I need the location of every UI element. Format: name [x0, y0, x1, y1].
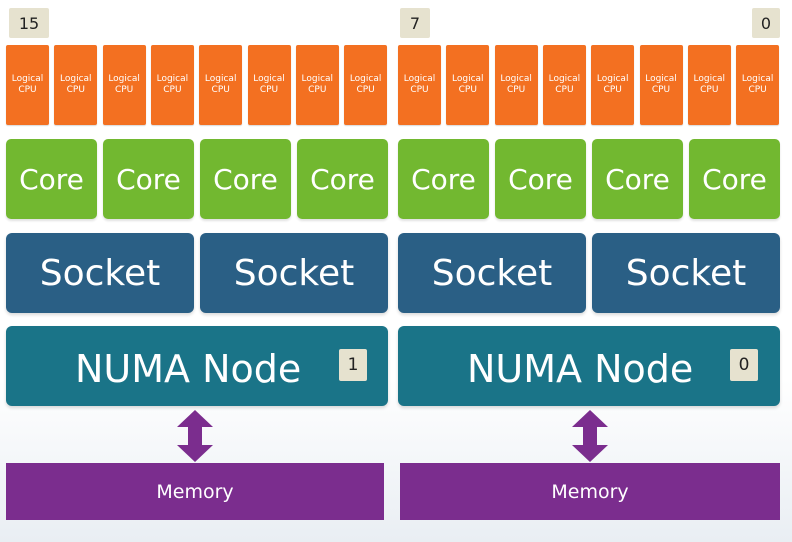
logical-cpu-label-line2: CPU: [163, 85, 182, 95]
double-arrow-icon: [572, 410, 608, 462]
numa-node-1: NUMA Node 1: [6, 326, 388, 406]
logical-cpu-label-line1: Logical: [452, 74, 484, 84]
numa-node-0: NUMA Node 0: [398, 326, 780, 406]
logical-cpu-label-line2: CPU: [308, 85, 327, 95]
socket-box: Socket: [6, 233, 194, 313]
logical-cpu-label-line1: Logical: [403, 74, 436, 84]
logical-cpu-label-line1: Logical: [596, 74, 629, 84]
logical-cpu-label-line1: Logical: [156, 74, 189, 84]
core-box: Core: [200, 139, 291, 219]
core-box: Core: [398, 139, 489, 219]
double-arrow-icon: [177, 410, 213, 462]
logical-cpu-label-line2: CPU: [18, 85, 37, 95]
numa-node-id-badge: 1: [339, 349, 367, 381]
logical-cpu-label-line2: CPU: [603, 85, 622, 95]
logical-cpu-label-line2: CPU: [700, 85, 719, 95]
logical-cpu-label-line1: Logical: [11, 74, 44, 84]
logical-cpu-label-line2: CPU: [211, 85, 230, 95]
cpu-index-badge-0: 0: [752, 8, 780, 38]
logical-cpu-label-line2: CPU: [66, 85, 85, 95]
core-box: Core: [297, 139, 388, 219]
core-box: Core: [103, 139, 194, 219]
logical-cpu-label-line1: Logical: [301, 74, 334, 84]
logical-cpu-label-line1: Logical: [108, 74, 140, 84]
logical-cpu-label-line2: CPU: [651, 85, 671, 95]
logical-cpu-label-line2: CPU: [114, 85, 134, 95]
logical-cpu-label-line1: Logical: [645, 74, 677, 84]
logical-cpu-label-line1: Logical: [349, 74, 382, 84]
logical-cpu-label-line1: Logical: [693, 74, 726, 84]
socket-box: Socket: [398, 233, 586, 313]
logical-cpu-label-line2: CPU: [458, 85, 477, 95]
logical-cpu-label-line2: CPU: [259, 85, 279, 95]
numa-node-id-badge: 0: [730, 349, 758, 381]
core-box: Core: [495, 139, 586, 219]
logical-cpu-label-line2: CPU: [748, 85, 767, 95]
socket-box: Socket: [592, 233, 780, 313]
logical-cpu-label-line1: Logical: [548, 74, 581, 84]
logical-cpu-label-line1: Logical: [741, 74, 774, 84]
logical-cpu-label-line1: Logical: [204, 74, 237, 84]
cpu-index-badge-7: 7: [400, 8, 430, 38]
memory-box: Memory: [6, 463, 384, 520]
logical-cpu-label-line2: CPU: [555, 85, 574, 95]
core-box: Core: [592, 139, 683, 219]
logical-cpu-label-line1: Logical: [500, 74, 532, 84]
core-box: Core: [689, 139, 780, 219]
numa-node-label: NUMA Node: [75, 347, 302, 391]
numa-node-label: NUMA Node: [467, 347, 694, 391]
logical-cpu-label-line1: Logical: [253, 74, 285, 84]
logical-cpu-label-line2: CPU: [506, 85, 526, 95]
logical-cpu-label-line1: Logical: [60, 74, 92, 84]
logical-cpu-label-line2: CPU: [356, 85, 375, 95]
core-box: Core: [6, 139, 97, 219]
cpu-index-badge-15: 15: [9, 8, 49, 38]
memory-box: Memory: [400, 463, 780, 520]
logical-cpu-label-line2: CPU: [410, 85, 429, 95]
socket-box: Socket: [200, 233, 388, 313]
